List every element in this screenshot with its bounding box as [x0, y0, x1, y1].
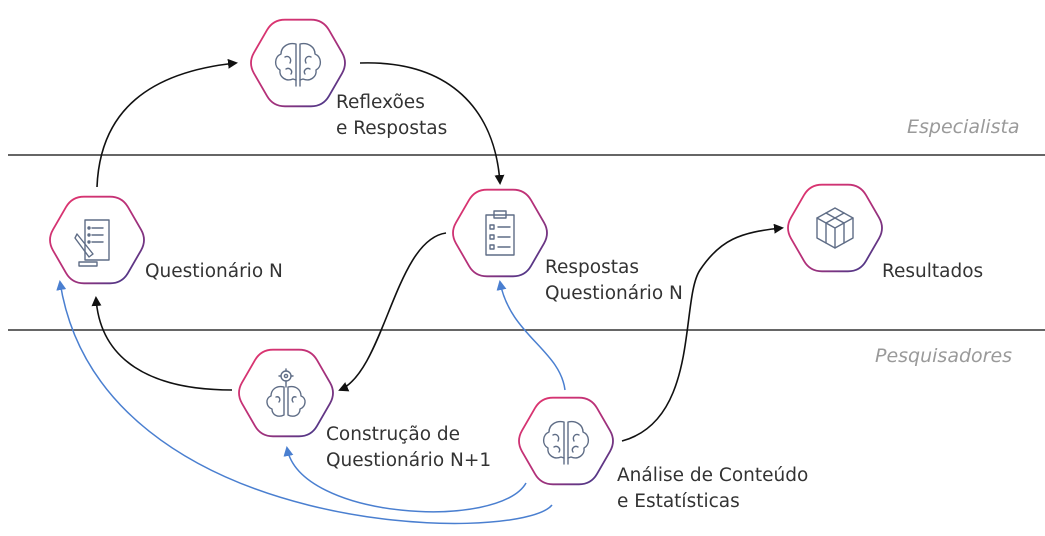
arrow-questionario-to-reflexoes	[96, 58, 238, 188]
node-hexagon-reflexoes	[250, 18, 346, 108]
questionnaire-icon	[74, 219, 110, 267]
node-label-questionario: Questionário N	[145, 259, 283, 285]
node-hexagon-construcao	[238, 348, 334, 438]
arrow-reflexoes-to-respostas	[359, 62, 505, 185]
brain-gear-icon	[266, 368, 306, 417]
lane-label-especialista: Especialista	[907, 116, 1020, 138]
arrow-analise-to-resultados	[621, 223, 784, 442]
brain-icon	[542, 420, 590, 465]
node-hexagon-respostas	[452, 188, 548, 278]
node-label-construcao: Construção de Questionário N+1	[326, 422, 491, 474]
brain-icon	[274, 42, 322, 87]
node-label-line: e Respostas	[336, 118, 448, 139]
node-label-reflexoes: Reflexões e Respostas	[336, 90, 447, 142]
node-label-respostas: Respostas Questionário N	[545, 255, 683, 307]
node-label-line: Construção de	[326, 424, 461, 445]
lane-label-pesquisadores: Pesquisadores	[875, 345, 1013, 367]
arrow-construcao-to-questionario	[91, 296, 233, 391]
arrow-analise-to-respostas	[496, 280, 566, 391]
node-label-line: e Estatísticas	[617, 491, 740, 512]
node-label-line: Questionário N	[545, 283, 683, 304]
node-hexagon-questionario	[49, 195, 145, 285]
cube-icon	[816, 207, 854, 249]
clipboard-checklist-icon	[485, 210, 515, 256]
node-label-line: Reflexões	[336, 92, 425, 113]
node-hexagon-analise	[518, 396, 614, 486]
node-label-resultados: Resultados	[882, 259, 983, 285]
arrow-respostas-to-construcao	[338, 232, 447, 392]
node-label-line: Questionário N	[145, 261, 283, 282]
node-label-line: Respostas	[545, 257, 639, 278]
arrow-analise-to-questionario	[56, 280, 553, 525]
node-label-line: Resultados	[882, 261, 984, 282]
node-label-analise: Análise de Conteúdo e Estatísticas	[617, 463, 808, 515]
arrow-analise-to-construcao	[283, 446, 527, 513]
node-label-line: Questionário N+1	[326, 450, 492, 471]
node-label-line: Análise de Conteúdo	[617, 465, 809, 486]
